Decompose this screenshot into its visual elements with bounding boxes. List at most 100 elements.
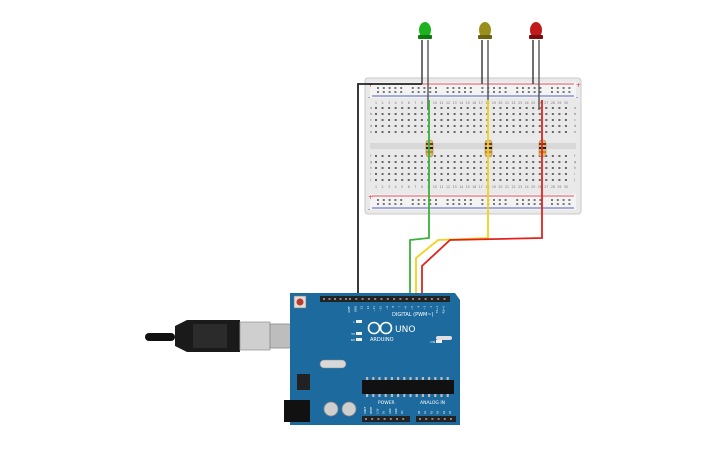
breadboard-hole [506,119,508,121]
header-pin[interactable] [443,298,446,300]
header-pin[interactable] [399,298,402,300]
header-pin[interactable] [334,298,336,300]
header-pin[interactable] [374,298,377,300]
chip-pin [397,394,400,397]
header-pin-label: ~11 [372,306,376,312]
header-pin[interactable] [355,298,358,300]
breadboard-hole [525,155,528,157]
header-pin[interactable] [367,298,370,300]
header-pin[interactable] [450,418,452,420]
breadboard-hole [564,173,567,175]
dc-jack[interactable] [284,400,310,422]
green-led[interactable] [418,22,432,39]
header-pin[interactable] [405,298,408,300]
header-pin[interactable] [323,298,325,300]
breadboard-hole [453,125,456,127]
yellow-wire[interactable] [415,100,489,298]
breadboard[interactable]: 1234567891011121314151617181920212223242… [364,77,582,215]
header-pin[interactable] [349,298,351,300]
rail-hole [562,91,565,93]
rail-hole [394,199,397,201]
header-pin[interactable] [386,298,389,300]
header-pin[interactable] [328,298,331,300]
breadboard-hole [506,107,508,109]
header-pin[interactable] [443,418,446,420]
breadboard-hole [525,119,528,121]
chip-pin [372,394,375,397]
header-pin-label: Vin [401,410,404,414]
header-pin[interactable] [365,418,367,420]
header-pin[interactable] [389,418,392,420]
breadboard-hole [506,155,508,157]
breadboard-hole [564,179,567,181]
header-pin[interactable] [430,298,433,300]
rail-hole [394,87,397,89]
header-pin[interactable] [361,298,364,300]
header-pin[interactable] [437,418,440,420]
rail-hole [377,87,379,89]
breadboard-hole [401,125,404,127]
header-pin[interactable] [339,298,342,300]
header-pin[interactable] [431,418,434,420]
row-label: f [574,154,576,158]
header-pin[interactable] [412,298,414,300]
red-led[interactable] [529,22,543,39]
breadboard-hole [506,179,508,181]
breadboard-hole [440,167,443,169]
header-pin[interactable] [393,298,396,300]
header-pin-label: RX←0 [442,306,446,314]
breadboard-hole [532,167,535,169]
header-pin[interactable] [418,298,421,300]
breadboard-hole [381,113,384,115]
header-pin-label: ~5 [410,306,414,310]
row-label: a [370,106,372,110]
rail-hole [556,87,559,89]
header-pin[interactable] [419,418,421,420]
breadboard-hole [466,119,469,121]
analog-header[interactable] [416,416,456,422]
breadboard-hole [453,167,456,169]
red-wire[interactable] [421,100,543,298]
column-label: 1 [375,185,377,189]
usb-cable[interactable] [145,320,311,352]
header-pin-label: 4 [416,306,420,308]
header-pin[interactable] [383,418,386,420]
rail-minus-label-left: - [368,94,370,101]
header-pin[interactable] [425,418,428,420]
header-pin[interactable] [345,298,347,300]
row-label: c [370,118,372,122]
chip-pins [366,377,449,397]
column-label: 2 [382,101,384,105]
breadboard-hole [375,173,377,175]
row-label: b [370,112,373,116]
header-pin[interactable] [437,298,440,300]
header-pin[interactable] [377,418,380,420]
breadboard-hole [447,131,450,133]
digital-header[interactable] [320,296,450,302]
rail-hole [516,91,519,93]
column-label: 22 [512,101,516,105]
rail-hole [504,203,507,205]
power-header[interactable] [362,416,410,422]
chip-pin [384,377,387,380]
breadboard-hole [381,155,384,157]
yellow-led[interactable] [478,22,492,39]
header-pin[interactable] [396,418,398,420]
rail-hole [435,203,437,205]
rail-hole [388,87,391,89]
header-pin[interactable] [424,298,427,300]
breadboard-hole [460,161,463,163]
breadboard-hole [375,167,377,169]
black-ground-wire[interactable] [357,83,422,296]
green-wire[interactable] [409,100,430,298]
rail-hole [556,199,559,201]
rail-hole [377,203,379,205]
header-pin[interactable] [371,418,374,420]
breadboard-hole [499,173,502,175]
header-pin[interactable] [402,418,405,420]
rail-hole [429,203,432,205]
header-pin[interactable] [380,298,383,300]
